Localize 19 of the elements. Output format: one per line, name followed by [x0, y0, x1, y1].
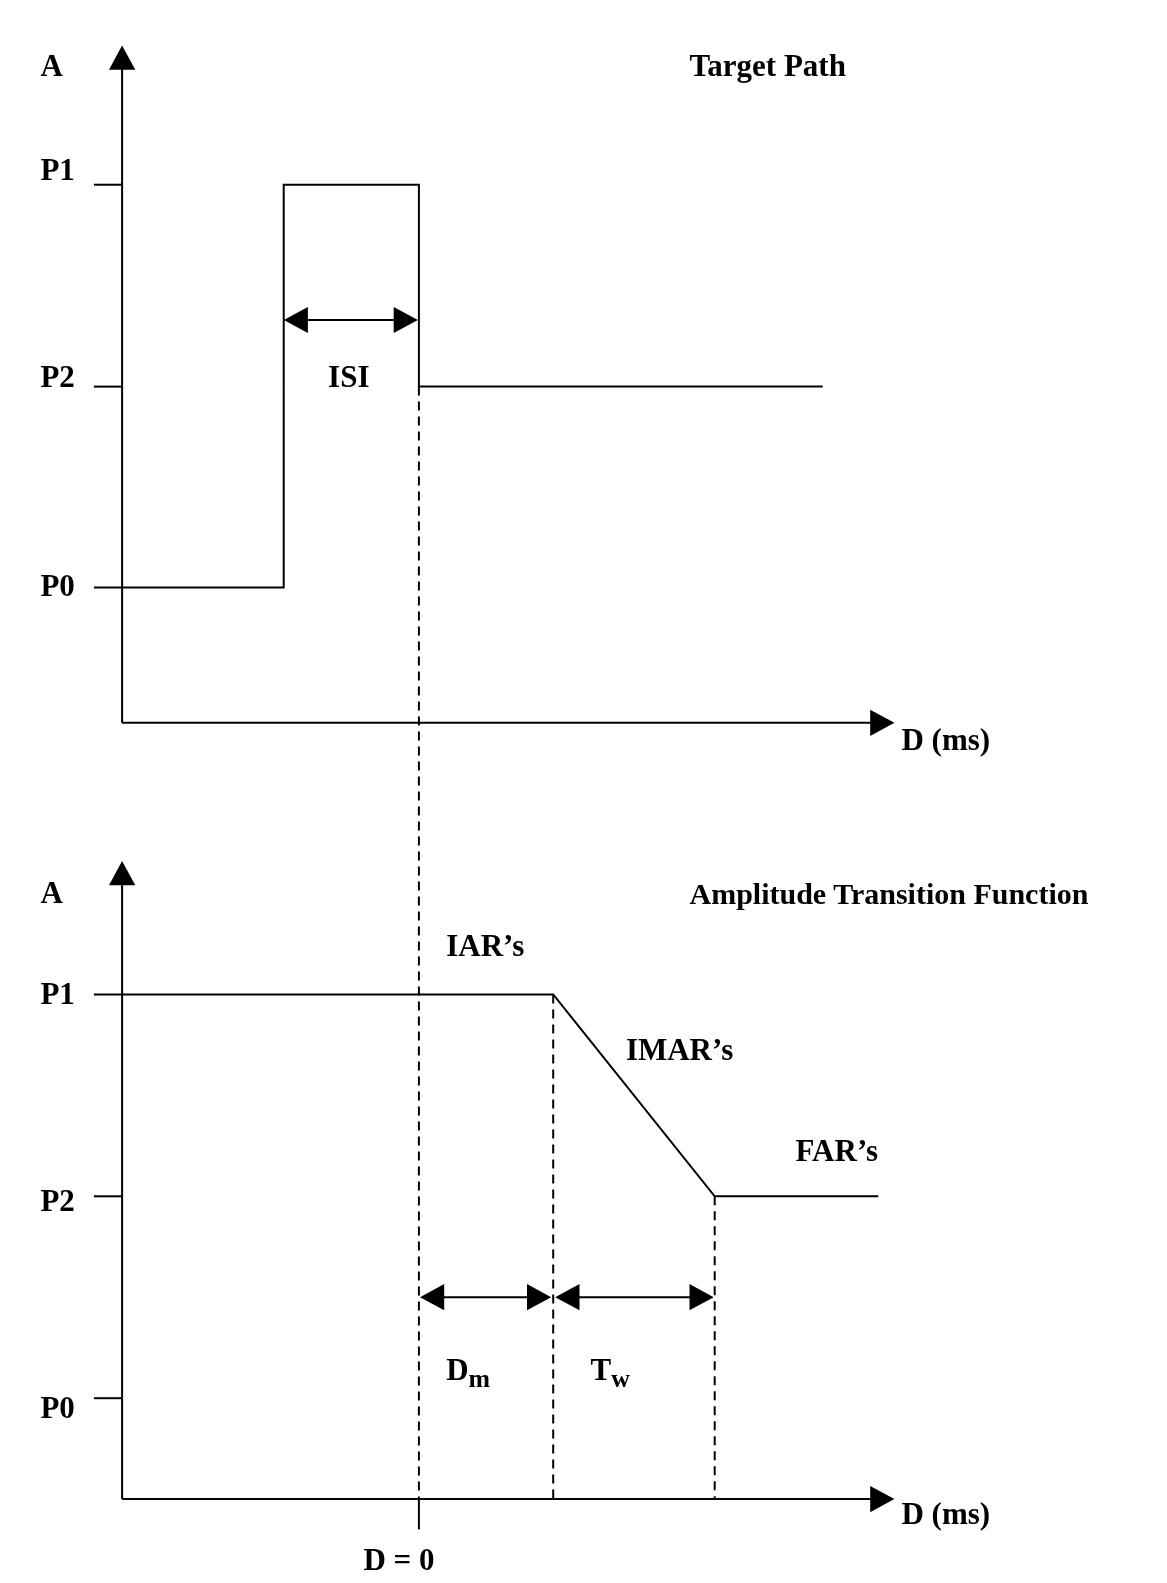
dimension-label: T$_{w}$ [590, 1352, 630, 1394]
tick-label: P2 [40, 1184, 75, 1219]
axis-label: A [40, 876, 63, 911]
tick-label: P1 [40, 977, 75, 1012]
tick-label: P0 [40, 1391, 75, 1426]
axis-label: D (ms) [901, 722, 991, 757]
dimension-label: D$_{m}$ [446, 1352, 491, 1394]
plot-title: Amplitude Transition Function [689, 876, 1089, 910]
dimension-label: ISI [328, 359, 370, 394]
segment-label: IMAR’s [625, 1032, 734, 1067]
segment-label: FAR’s [795, 1133, 879, 1168]
tick-label: P1 [40, 152, 75, 187]
axis-label: D = 0 [363, 1542, 435, 1577]
axis-label: A [40, 48, 63, 83]
plot-title: Target Path [689, 48, 846, 83]
axis-label: D (ms) [901, 1497, 991, 1532]
segment-label: IAR’s [446, 928, 525, 963]
tick-label: P0 [40, 568, 75, 603]
tick-label: P2 [40, 359, 75, 394]
